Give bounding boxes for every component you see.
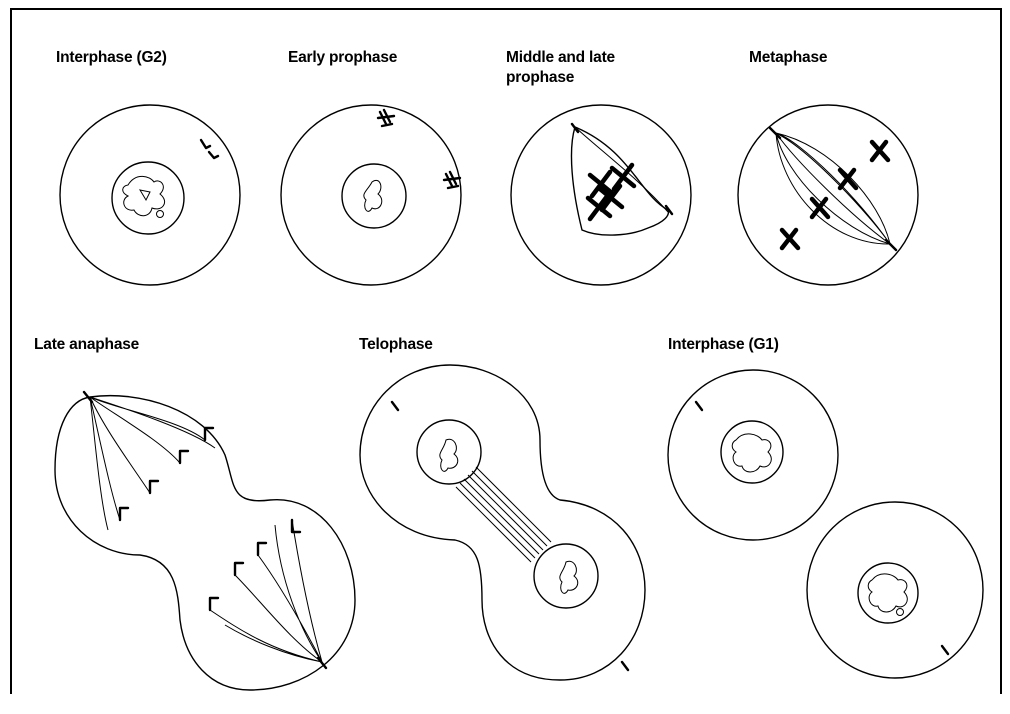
- label-early-prophase: Early prophase: [288, 48, 397, 68]
- label-interphase-g2: Interphase (G2): [56, 48, 167, 68]
- cell-interphase-g2: [60, 105, 240, 285]
- cell-membrane: [738, 105, 918, 285]
- nucleus-bottom: [534, 544, 598, 608]
- chromatin-bottom: [560, 561, 578, 593]
- nucleus-top: [417, 420, 481, 484]
- cell-membrane: [511, 105, 691, 285]
- cell-metaphase: [738, 105, 918, 285]
- label-metaphase: Metaphase: [749, 48, 827, 68]
- label-middle-late-prophase: Middle and late prophase: [506, 48, 656, 88]
- nucleolus: [897, 609, 904, 616]
- cell-early-prophase: [281, 105, 461, 285]
- cell-membrane: [281, 105, 461, 285]
- chromatin: [868, 574, 907, 612]
- cell-late-anaphase: [55, 392, 355, 690]
- aster-right: [444, 172, 460, 188]
- chromatin: [123, 176, 165, 215]
- chromatin: [732, 434, 771, 472]
- nucleus: [721, 421, 783, 483]
- label-late-anaphase: Late anaphase: [34, 335, 139, 355]
- cell-membrane: [807, 502, 983, 678]
- label-interphase-g1: Interphase (G1): [668, 335, 779, 355]
- nucleus: [858, 563, 918, 623]
- label-telophase: Telophase: [359, 335, 433, 355]
- spindle-fibers-upper: [90, 397, 215, 530]
- cell-middle-late-prophase: [511, 105, 691, 285]
- chromatin-top: [440, 439, 458, 471]
- chromosomes-metaphase-plate: [782, 142, 888, 248]
- cell-interphase-g1-top: [668, 370, 838, 540]
- nucleus: [342, 164, 406, 228]
- condensing-chromatin: [364, 180, 382, 211]
- condensed-chromosomes: [588, 165, 634, 219]
- spindle-fibers: [776, 133, 890, 244]
- separated-chromatids: [120, 428, 300, 610]
- centrosome: [696, 402, 702, 410]
- nucleus: [112, 162, 184, 234]
- cell-membrane: [668, 370, 838, 540]
- cell-telophase: [360, 365, 645, 680]
- nucleolus: [157, 211, 164, 218]
- centrosome-pair: [201, 140, 218, 158]
- cell-membrane: [60, 105, 240, 285]
- spindle-fibers-lower: [210, 520, 322, 662]
- centrosome: [942, 646, 948, 654]
- aster-top: [378, 110, 394, 126]
- cell-interphase-g1-bottom: [807, 502, 983, 678]
- cell-membrane: [360, 365, 645, 680]
